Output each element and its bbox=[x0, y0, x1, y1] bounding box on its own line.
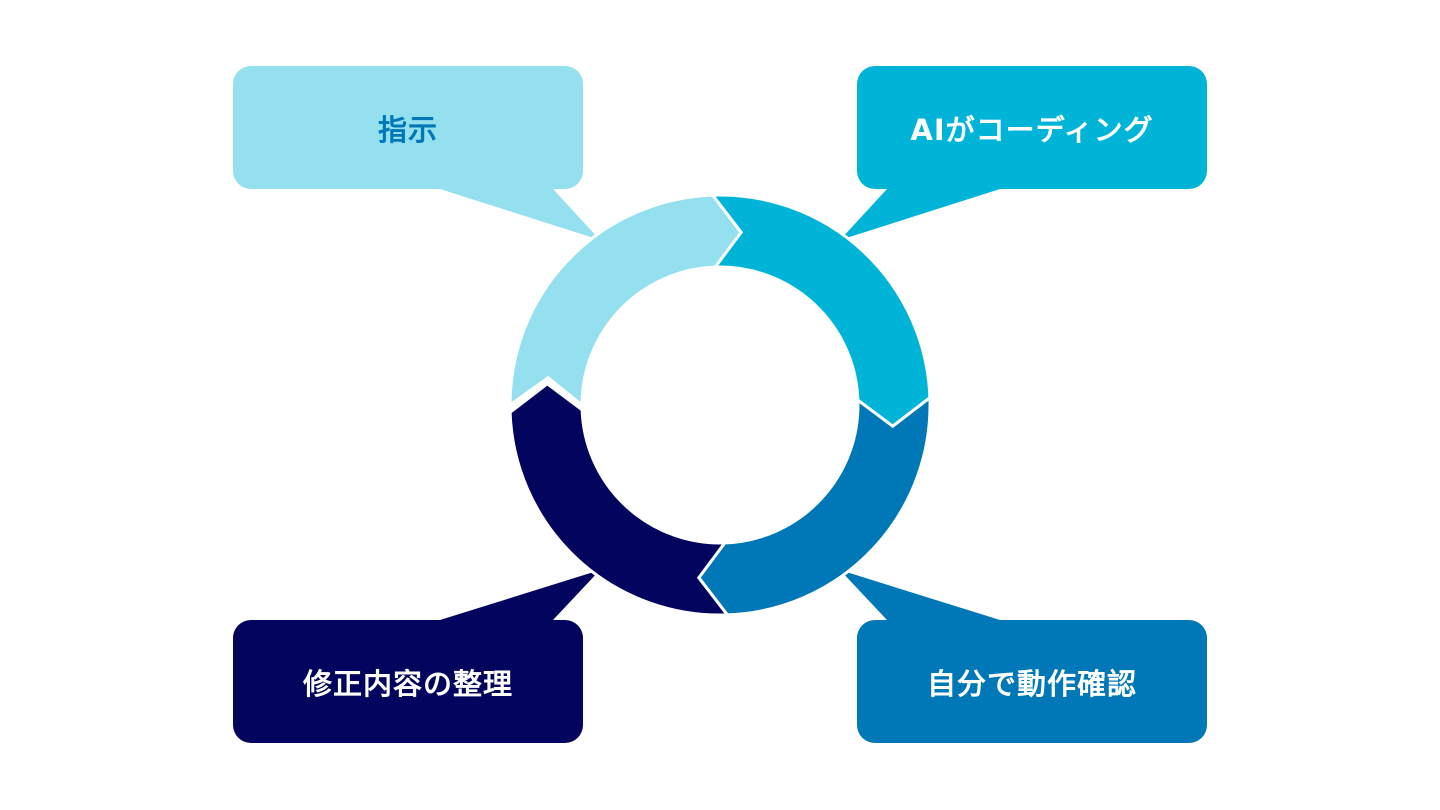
callout-label: AIがコーディング bbox=[910, 112, 1154, 147]
callout-label: 指示 bbox=[377, 112, 438, 147]
callout-ai-coding: AIがコーディング bbox=[857, 66, 1207, 189]
callout-self-check: 自分で動作確認 bbox=[857, 620, 1207, 743]
segment-ai-coding bbox=[709, 193, 932, 429]
segment-organize-fixes bbox=[508, 381, 731, 617]
callout-pointer bbox=[440, 189, 600, 240]
segment-instruction bbox=[508, 193, 744, 409]
callout-pointer bbox=[440, 570, 600, 620]
callout-instruction: 指示 bbox=[233, 66, 583, 189]
callout-label: 修正内容の整理 bbox=[302, 666, 513, 701]
callout-label: 自分で動作確認 bbox=[926, 666, 1137, 701]
callout-pointer bbox=[840, 189, 1000, 240]
segment-self-check bbox=[696, 394, 932, 617]
callout-pointer bbox=[840, 570, 1000, 620]
callout-organize-fixes: 修正内容の整理 bbox=[233, 620, 583, 743]
